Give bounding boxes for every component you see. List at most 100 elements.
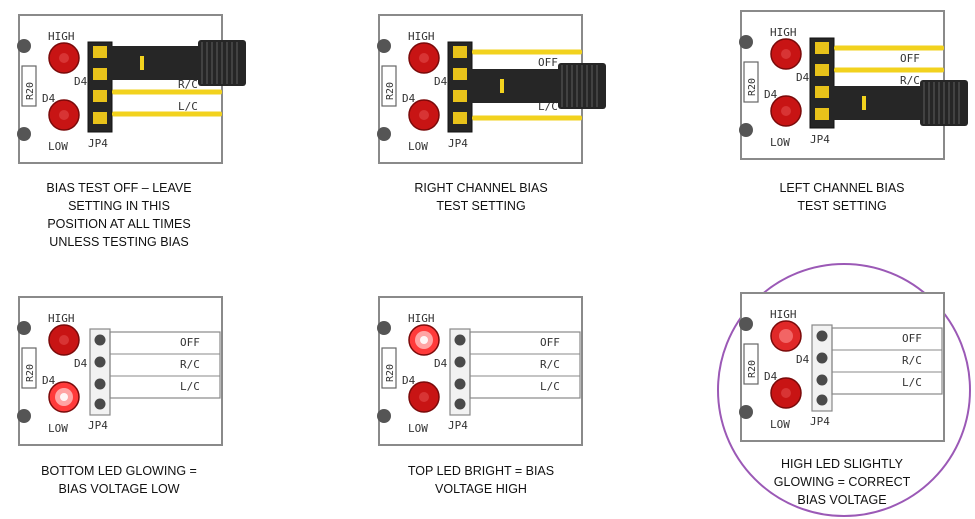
lc-label: L/C [540,380,560,393]
d4-label-left: D4 [42,92,56,105]
caption-top-led: TOP LED BRIGHT = BIAS VOLTAGE HIGH [366,462,596,498]
rc-label: R/C [540,358,560,371]
header-pin [93,68,107,80]
d4-label-right: D4 [796,71,810,84]
bias-wire [112,111,222,117]
header-pin [815,86,829,98]
resistor-r20 [743,61,759,103]
header-pin [816,352,828,364]
low-led-center [59,110,69,120]
d4-label-left: D4 [764,88,778,101]
d4-label-right: D4 [796,353,810,366]
header-pin [815,64,829,76]
rc-label: R/C [180,358,200,371]
caption-line: TEST SETTING [797,199,887,213]
header-pin [453,112,467,124]
mount-hole [739,317,753,331]
d4-label-right: D4 [74,75,88,88]
resistor-r20 [21,65,37,107]
high-label: HIGH [48,312,75,325]
header-pin [94,378,106,390]
jp4-label: JP4 [810,415,830,428]
jumper-contact [500,79,504,93]
mount-hole [739,35,753,49]
high-led-center [59,53,69,63]
high-label: HIGH [770,308,797,321]
mount-hole [739,405,753,419]
caption-line: BIAS VOLTAGE LOW [58,482,180,496]
high-label: HIGH [770,26,797,39]
caption-bottom-led: BOTTOM LED GLOWING = BIAS VOLTAGE LOW [4,462,234,498]
caption-line: GLOWING = CORRECT [773,475,911,489]
pcb-board [378,296,583,446]
mount-hole [739,123,753,137]
header-pin [453,90,467,102]
d4-label-left: D4 [764,370,778,383]
jumper-cap [832,86,944,120]
bias-wire [472,49,582,55]
lc-label: L/C [178,100,198,113]
pcb-board [740,292,945,442]
off-label: OFF [900,52,920,65]
low-led-center [419,392,429,402]
high-led-core [420,336,428,344]
off-label: OFF [902,332,922,345]
high-led-center [419,53,429,63]
off-label: OFF [540,336,560,349]
mount-hole [377,409,391,423]
high-led-center [59,335,69,345]
mount-hole [377,321,391,335]
d4-label-right: D4 [434,357,448,370]
off-label: OFF [538,56,558,69]
r20-label: R20 [385,364,396,382]
caption-line: BIAS VOLTAGE [797,493,887,507]
bias-wire [834,45,944,51]
mount-hole [17,321,31,335]
rc-label: R/C [902,354,922,367]
header-pin [454,334,466,346]
jumper-cap [110,46,222,80]
caption-correct-bias: HIGH LED SLIGHTLY GLOWING = CORRECT BIAS… [727,455,957,509]
header-pin [816,330,828,342]
high-led-glow [779,329,793,343]
off-label: OFF [180,336,200,349]
r20-label: R20 [25,364,36,382]
r20-label: R20 [747,360,758,378]
header-pin [94,356,106,368]
high-label: HIGH [408,30,435,43]
header-pin [454,356,466,368]
jp4-label: JP4 [88,137,108,150]
resistor-r20 [381,65,397,107]
header-pin [815,108,829,120]
low-led-core [60,393,68,401]
resistor-r20 [381,347,397,389]
header-pin [94,334,106,346]
header-pin [815,42,829,54]
caption-line: VOLTAGE HIGH [435,482,527,496]
caption-line: POSITION AT ALL TIMES [47,217,191,231]
r20-label: R20 [25,82,36,100]
resistor-r20 [743,343,759,385]
lc-label: L/C [180,380,200,393]
rc-label: R/C [900,74,920,87]
jp4-label: JP4 [810,133,830,146]
selector-box [469,331,581,399]
caption-line: UNLESS TESTING BIAS [49,235,189,249]
jp4-label: JP4 [448,137,468,150]
low-label: LOW [770,418,790,431]
caption-line: SETTING IN THIS [68,199,170,213]
bias-wire [472,115,582,121]
low-led-center [781,106,791,116]
mount-hole [377,127,391,141]
lc-label: L/C [538,100,558,113]
high-led-center [781,49,791,59]
header-pin [454,378,466,390]
